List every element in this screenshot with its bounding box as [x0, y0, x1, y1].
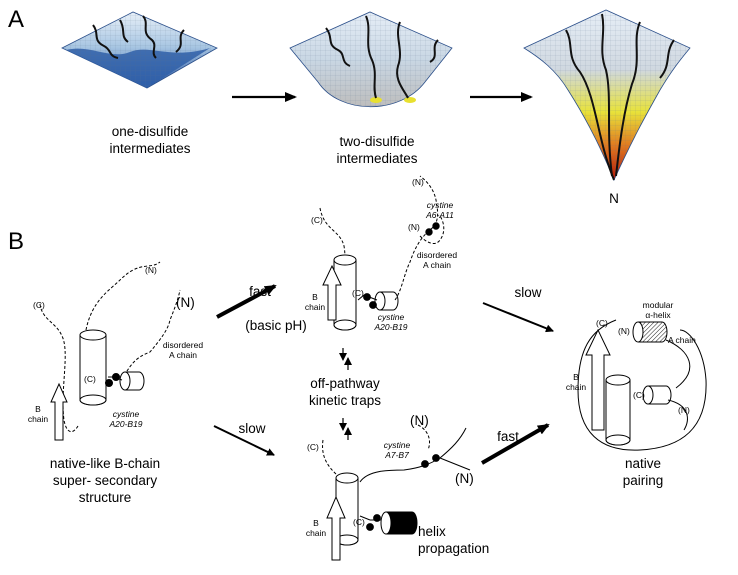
- label-native-pairing-line1: native: [624, 456, 662, 471]
- s2-b-chain-line1: B: [312, 292, 318, 302]
- label-fast-bottom: fast: [497, 429, 519, 444]
- label-two-disulfide-line2: intermediates: [336, 151, 418, 166]
- label-native-like: native-like B-chain super- secondary str…: [40, 455, 170, 506]
- s4-b-chain-line2: chain: [565, 382, 587, 392]
- label-helix-propagation: helix propagation: [418, 523, 508, 557]
- structure-off-pathway-top: [319, 175, 445, 331]
- fast-arrow-top: [216, 284, 277, 319]
- pathway-arrows: [213, 284, 554, 465]
- s2-c-term-helix: (C): [352, 288, 364, 298]
- s4-modular-line2: α-helix: [645, 310, 671, 320]
- label-one-disulfide-line1: one-disulfide: [111, 124, 189, 139]
- label-slow-bottom: slow: [238, 421, 266, 436]
- s2-n-term-top: (N): [412, 177, 424, 187]
- label-native-like-line2: super- secondary: [52, 473, 158, 488]
- s4-c-term-inner: (C): [633, 390, 645, 400]
- s2-cystine-a6-id: A6-A11: [426, 210, 454, 220]
- slow-arrow-bottom: [213, 425, 275, 456]
- fast-arrow-bottom: [481, 423, 550, 465]
- structure-native: [577, 319, 707, 451]
- s4-a-chain: A chain: [668, 335, 696, 345]
- s1-cystine-word: cystine: [112, 409, 140, 419]
- s1-b-chain: B chain: [26, 404, 50, 424]
- label-helix-line1: helix: [418, 524, 446, 539]
- label-slow-top: slow: [514, 285, 542, 300]
- s2-b-chain-line2: chain: [304, 302, 326, 312]
- s4-n-term-bottom: (N): [678, 405, 690, 415]
- s4-b-chain-line1: B: [573, 372, 579, 382]
- s1-cystine-id: A20-B19: [109, 419, 143, 429]
- s1-disordered-line2: A chain: [169, 350, 197, 360]
- label-helix-line2: propagation: [418, 541, 490, 556]
- label-native-pairing-line2: pairing: [622, 473, 664, 488]
- s1-b-chain-line1: B: [35, 404, 41, 414]
- s3-b-chain: B chain: [304, 518, 328, 538]
- s2-n-term-inner: (N): [408, 222, 420, 232]
- s4-n-term-top: (N): [618, 326, 630, 336]
- s1-cystine: cystine A20-B19: [101, 409, 151, 429]
- slow-arrow-top: [482, 302, 554, 333]
- structure-helix-propagation: [322, 424, 471, 561]
- s2-b-chain: B chain: [303, 292, 327, 312]
- panel-label-a: A: [8, 6, 25, 33]
- s1-n-term-large: (N): [176, 295, 195, 310]
- s2-cystine-a20-id: A20-B19: [374, 322, 408, 332]
- label-basic-ph: (basic pH): [245, 318, 307, 333]
- s3-c-term: (C): [307, 442, 319, 452]
- s1-disordered-line1: disordered: [162, 340, 204, 350]
- landscape-two-disulfide: [289, 11, 453, 108]
- s3-b-chain-line1: B: [313, 518, 319, 528]
- label-one-disulfide: one-disulfide intermediates: [95, 123, 205, 157]
- s4-modular-helix: modular α-helix: [636, 300, 680, 320]
- s2-c-term: (C): [311, 215, 323, 225]
- s2-disordered: disordered A chain: [412, 250, 462, 270]
- s3-b-chain-line2: chain: [305, 528, 327, 538]
- s1-b-chain-line2: chain: [27, 414, 49, 424]
- label-off-pathway-line2: kinetic traps: [308, 393, 382, 408]
- s3-c-term-helix: (C): [353, 517, 365, 527]
- label-off-pathway-line1: off-pathway: [310, 376, 380, 391]
- s1-n-term-small: (N): [145, 265, 157, 275]
- landscape-native: [523, 9, 691, 182]
- label-native-pairing: native pairing: [603, 455, 683, 489]
- s3-cystine-id: A7-B7: [385, 450, 409, 460]
- s2-cystine-a6-word: cystine: [426, 200, 454, 210]
- label-native-state: N: [609, 191, 619, 206]
- s3-cystine: cystine A7-B7: [377, 440, 417, 460]
- s1-c-term: (C): [33, 300, 45, 310]
- s4-b-chain: B chain: [564, 372, 588, 392]
- label-native-like-line3: structure: [78, 490, 132, 505]
- s2-cystine-a20-word: cystine: [377, 312, 405, 322]
- landscape-one-disulfide: [61, 11, 218, 89]
- s3-cystine-word: cystine: [383, 440, 411, 450]
- s3-n-term-top: (N): [410, 413, 429, 428]
- label-one-disulfide-line2: intermediates: [109, 141, 191, 156]
- label-two-disulfide-line1: two-disulfide: [339, 134, 415, 149]
- label-native-like-line1: native-like B-chain: [49, 456, 161, 471]
- label-off-pathway: off-pathway kinetic traps: [290, 375, 400, 409]
- s2-disordered-line2: A chain: [423, 260, 451, 270]
- s2-disordered-line1: disordered: [416, 250, 458, 260]
- structure-native-like: [39, 261, 181, 441]
- label-fast-top: fast: [249, 284, 271, 299]
- label-two-disulfide: two-disulfide intermediates: [322, 133, 432, 167]
- s1-c-term-helix: (C): [84, 374, 96, 384]
- s2-cystine-a6: cystine A6-A11: [420, 200, 460, 220]
- s3-n-term-right: (N): [455, 471, 474, 486]
- s1-disordered: disordered A chain: [158, 340, 208, 360]
- s4-modular-line1: modular: [642, 300, 674, 310]
- s2-cystine-a20: cystine A20-B19: [366, 312, 416, 332]
- s4-c-term-top: (C): [596, 318, 608, 328]
- panel-label-b: B: [8, 228, 25, 255]
